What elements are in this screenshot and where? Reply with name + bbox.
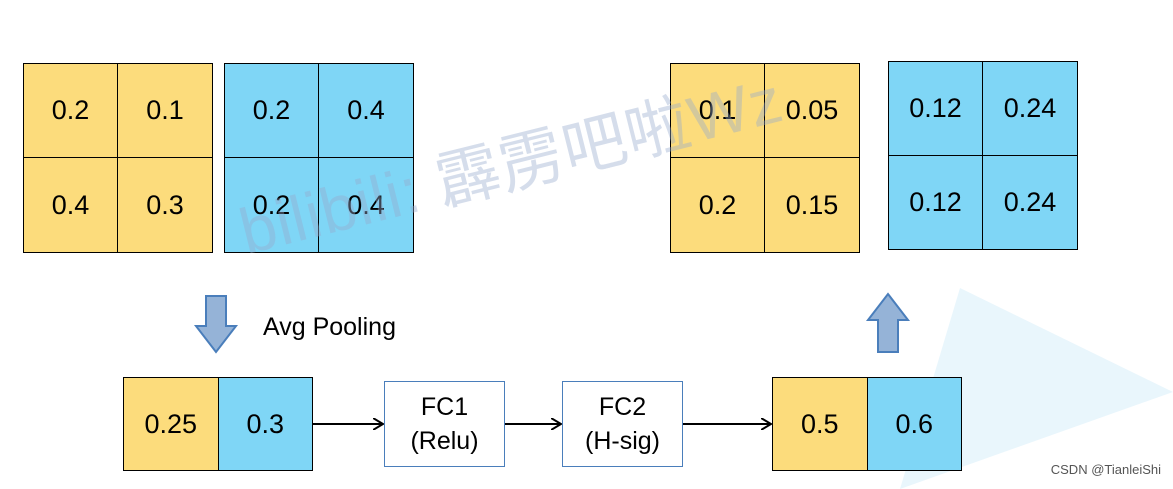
credit-text: CSDN @TianleiShi <box>1050 462 1161 477</box>
input-channel-2-grid: 0.2 0.4 0.2 0.4 <box>224 63 414 253</box>
output-c2-cell: 0.12 <box>889 62 983 156</box>
output-c1-cell: 0.2 <box>671 158 765 252</box>
input-c1-cell: 0.4 <box>24 158 118 252</box>
pooled-vector: 0.25 0.3 <box>123 377 313 471</box>
pooled-c1: 0.25 <box>124 378 219 470</box>
output-c2-cell: 0.12 <box>889 155 983 249</box>
up-arrow-icon <box>865 292 911 353</box>
output-c2-cell: 0.24 <box>1003 186 1057 217</box>
weights-vector: 0.5 0.6 <box>772 377 962 471</box>
output-c2-cell: 0.24 <box>983 62 1077 156</box>
output-channel-2-grid: 0.12 0.24 0.12 0.24 <box>888 61 1078 250</box>
fc2-activation: (H-sig) <box>585 427 660 455</box>
input-c1-cell: 0.1 <box>118 64 212 158</box>
fc1-activation: (Relu) <box>410 427 479 455</box>
background-triangle <box>900 288 1173 489</box>
input-c2-cell: 0.2 <box>225 64 319 158</box>
input-c1-cell: 0.3 <box>146 189 184 220</box>
input-c2-cell: 0.4 <box>347 189 385 220</box>
fc2-box: FC2 (H-sig) <box>562 381 683 467</box>
weight-c1: 0.5 <box>773 378 868 470</box>
output-c1-cell: 0.05 <box>765 64 859 158</box>
output-c1-cell: 0.15 <box>785 189 839 220</box>
pooled-c2: 0.3 <box>218 378 312 470</box>
input-c1-cell: 0.2 <box>24 64 118 158</box>
input-c2-cell: 0.4 <box>319 64 413 158</box>
down-arrow-icon <box>193 295 239 354</box>
input-c2-cell: 0.2 <box>225 158 319 252</box>
fc1-box: FC1 (Relu) <box>384 381 505 467</box>
weight-c2: 0.6 <box>867 378 961 470</box>
output-channel-1-grid: 0.1 0.05 0.2 0.15 <box>670 63 860 253</box>
pooling-label: Avg Pooling <box>263 313 396 341</box>
fc2-name: FC2 <box>598 393 647 421</box>
input-channel-1-grid: 0.2 0.1 0.4 0.3 <box>23 63 213 253</box>
fc1-name: FC1 <box>420 393 469 421</box>
output-c1-cell: 0.1 <box>671 64 765 158</box>
